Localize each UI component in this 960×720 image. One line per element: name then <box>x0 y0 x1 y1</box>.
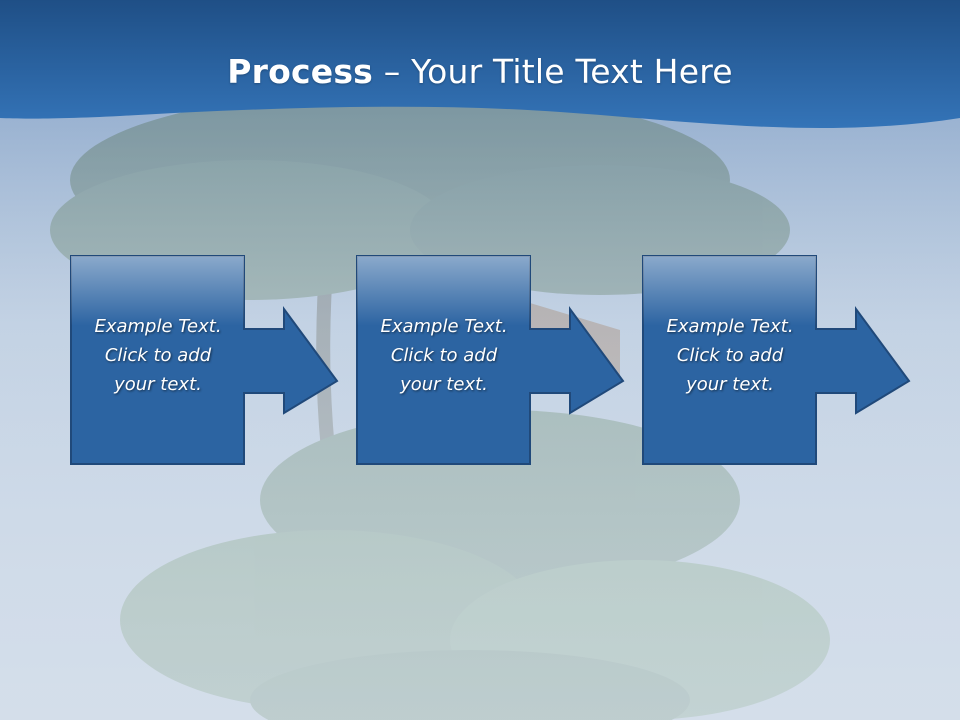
step-3-line-3: your text. <box>686 374 774 395</box>
step-2-line-3: your text. <box>400 374 488 395</box>
step-3-line-2: Click to add <box>676 345 784 366</box>
step-2-reflection <box>357 256 530 326</box>
step-1-reflection <box>71 256 244 326</box>
step-1-line-1: Example Text. <box>94 316 222 337</box>
process-step-1[interactable]: Example Text. Click to add your text. <box>70 255 361 516</box>
step-3-reflection <box>643 256 816 326</box>
header-band <box>0 0 960 128</box>
slide-title[interactable]: Process – Your Title Text Here <box>0 52 960 91</box>
step-3-line-1: Example Text. <box>666 316 794 337</box>
step-1-line-2: Click to add <box>104 345 212 366</box>
title-rest-text: – Your Title Text Here <box>373 52 733 91</box>
step-3-text[interactable]: Example Text. Click to add your text. <box>645 312 815 399</box>
step-2-line-1: Example Text. <box>380 316 508 337</box>
title-bold-text: Process <box>227 52 374 91</box>
step-2-line-2: Click to add <box>390 345 498 366</box>
step-1-text[interactable]: Example Text. Click to add your text. <box>73 312 243 399</box>
step-1-line-3: your text. <box>114 374 202 395</box>
process-step-3[interactable]: Example Text. Click to add your text. <box>642 255 933 516</box>
step-2-text[interactable]: Example Text. Click to add your text. <box>359 312 529 399</box>
process-step-2[interactable]: Example Text. Click to add your text. <box>356 255 647 516</box>
